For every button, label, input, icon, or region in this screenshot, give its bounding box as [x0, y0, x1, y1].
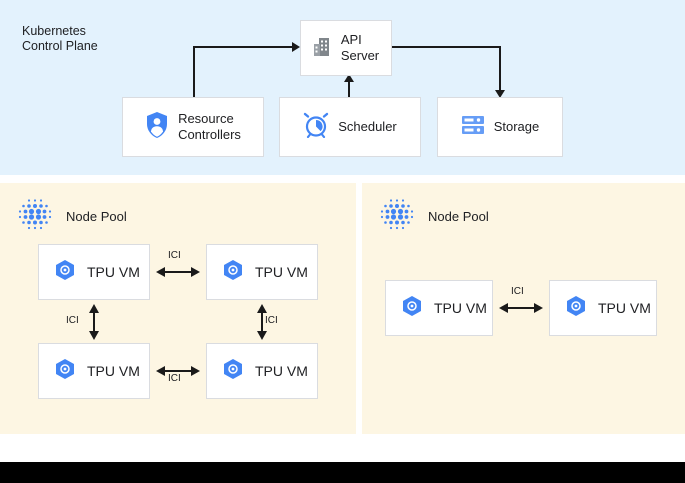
node-scheduler[interactable]: Scheduler	[279, 97, 421, 157]
arrowhead-left-icon	[156, 366, 165, 376]
arrowhead-resource-to-api-icon	[292, 42, 300, 52]
ici-label-bottom: ICI	[168, 373, 181, 384]
ici-link-right-vertical	[255, 304, 269, 340]
ici-label-top: ICI	[168, 250, 181, 261]
node-resource-controllers-label: Resource Controllers	[178, 111, 241, 142]
tpu-vm-box[interactable]: TPU VM	[38, 343, 150, 399]
connector-resource-to-api-horizontal	[193, 46, 298, 48]
arrowhead-up-icon	[89, 304, 99, 313]
shield-person-icon	[145, 111, 169, 144]
tpu-hexagon-icon	[55, 358, 75, 385]
dot-grid-icon	[18, 197, 52, 236]
tpu-vm-label: TPU VM	[598, 300, 651, 316]
node-api-server[interactable]: API Server	[300, 20, 392, 76]
tpu-vm-box[interactable]: TPU VM	[549, 280, 657, 336]
node-pool-right-title: Node Pool	[428, 209, 489, 224]
bottom-bar	[0, 462, 685, 483]
tpu-vm-label: TPU VM	[255, 264, 308, 280]
control-plane-title: Kubernetes Control Plane	[22, 24, 98, 53]
arrowhead-api-to-storage-icon	[495, 90, 505, 98]
link-shaft	[164, 370, 192, 372]
tpu-vm-label: TPU VM	[255, 363, 308, 379]
arrowhead-right-icon	[534, 303, 543, 313]
tpu-vm-label: TPU VM	[434, 300, 487, 316]
arrowhead-up-icon	[257, 304, 267, 313]
tpu-vm-box[interactable]: TPU VM	[385, 280, 493, 336]
ici-label-left: ICI	[66, 315, 79, 326]
arrowhead-down-icon	[89, 331, 99, 340]
node-resource-controllers[interactable]: Resource Controllers	[122, 97, 264, 157]
ici-link-right-pool-horizontal	[499, 301, 543, 315]
node-pool-left-title: Node Pool	[66, 209, 127, 224]
ici-label-right: ICI	[265, 315, 278, 326]
arrowhead-right-icon	[191, 366, 200, 376]
tpu-hexagon-icon	[55, 259, 75, 286]
tpu-hexagon-icon	[402, 295, 422, 322]
database-rack-icon	[461, 113, 485, 142]
tpu-vm-box[interactable]: TPU VM	[38, 244, 150, 300]
dot-grid-icon	[380, 197, 414, 236]
ici-link-left-vertical	[87, 304, 101, 340]
node-storage-label: Storage	[493, 119, 540, 134]
node-pool-right-header: Node Pool	[380, 197, 489, 236]
ici-link-bottom-horizontal	[156, 364, 200, 378]
building-icon	[313, 35, 333, 62]
tpu-vm-box[interactable]: TPU VM	[206, 343, 318, 399]
tpu-vm-box[interactable]: TPU VM	[206, 244, 318, 300]
arrowhead-scheduler-to-api-icon	[344, 74, 354, 82]
connector-api-to-storage-horizontal	[392, 46, 500, 48]
tpu-vm-label: TPU VM	[87, 363, 140, 379]
connector-scheduler-to-api-vertical	[348, 80, 350, 97]
ici-label-right-pool: ICI	[511, 286, 524, 297]
link-shaft	[164, 271, 192, 273]
tpu-vm-label: TPU VM	[87, 264, 140, 280]
connector-api-to-storage-vertical	[499, 46, 501, 90]
alarm-clock-icon	[303, 112, 329, 143]
link-shaft	[93, 312, 95, 332]
arrowhead-left-icon	[499, 303, 508, 313]
tpu-hexagon-icon	[223, 358, 243, 385]
node-storage[interactable]: Storage	[437, 97, 563, 157]
node-scheduler-label: Scheduler	[338, 119, 397, 134]
arrowhead-left-icon	[156, 267, 165, 277]
arrowhead-right-icon	[191, 267, 200, 277]
arrowhead-down-icon	[257, 331, 267, 340]
link-shaft	[261, 312, 263, 332]
tpu-hexagon-icon	[223, 259, 243, 286]
link-shaft	[507, 307, 535, 309]
connector-resource-to-api-vertical	[193, 47, 195, 97]
ici-link-top-horizontal	[156, 265, 200, 279]
node-api-server-label: API Server	[340, 32, 380, 63]
tpu-hexagon-icon	[566, 295, 586, 322]
node-pool-left-header: Node Pool	[18, 197, 127, 236]
